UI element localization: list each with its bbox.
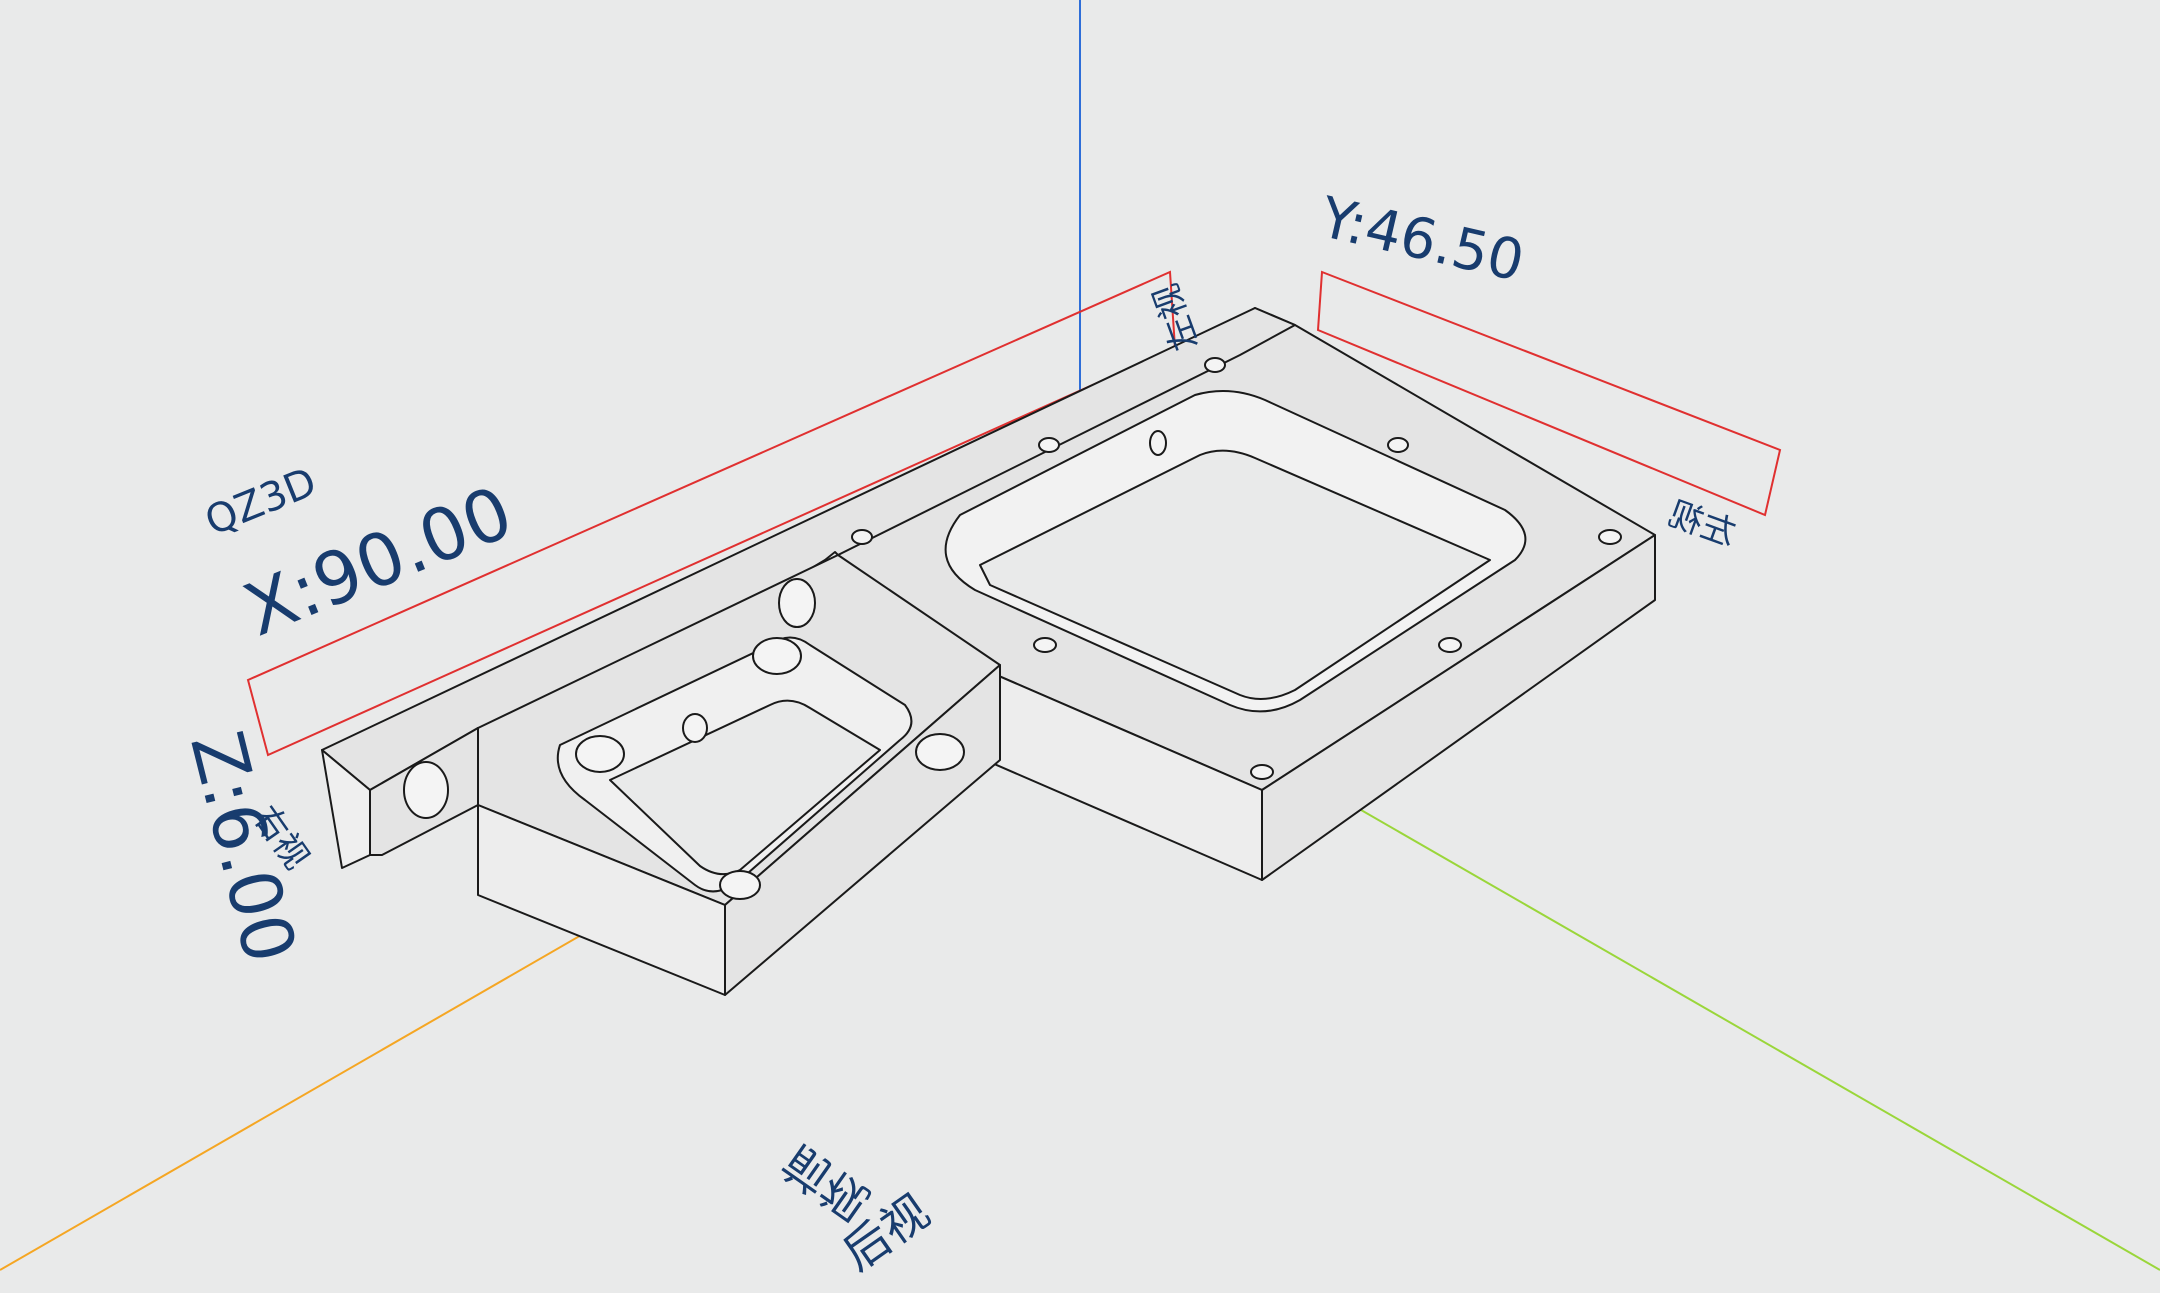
mount-hole [1038, 437, 1060, 453]
mount-hole [1598, 529, 1622, 545]
small-frame-side-face [477, 804, 726, 996]
mount-hole [1149, 430, 1167, 456]
y-axis-line [1334, 794, 2160, 1271]
large-pocket-inner [979, 449, 1491, 700]
mount-hole [1250, 764, 1274, 780]
mount-hole [1033, 637, 1057, 653]
part-model[interactable] [321, 307, 1656, 996]
mount-hole [851, 529, 873, 545]
mount-hole [575, 735, 625, 773]
small-pocket-inner [609, 699, 881, 876]
mount-hole [752, 637, 802, 675]
mount-hole [778, 578, 816, 628]
y-dimension-frame [1316, 270, 1782, 517]
mount-hole [915, 733, 965, 771]
mount-hole [1438, 637, 1462, 653]
mount-hole [1204, 357, 1226, 373]
mount-hole [403, 761, 449, 819]
mount-hole [719, 870, 761, 900]
mount-hole [682, 713, 708, 743]
mount-hole [1387, 437, 1409, 453]
